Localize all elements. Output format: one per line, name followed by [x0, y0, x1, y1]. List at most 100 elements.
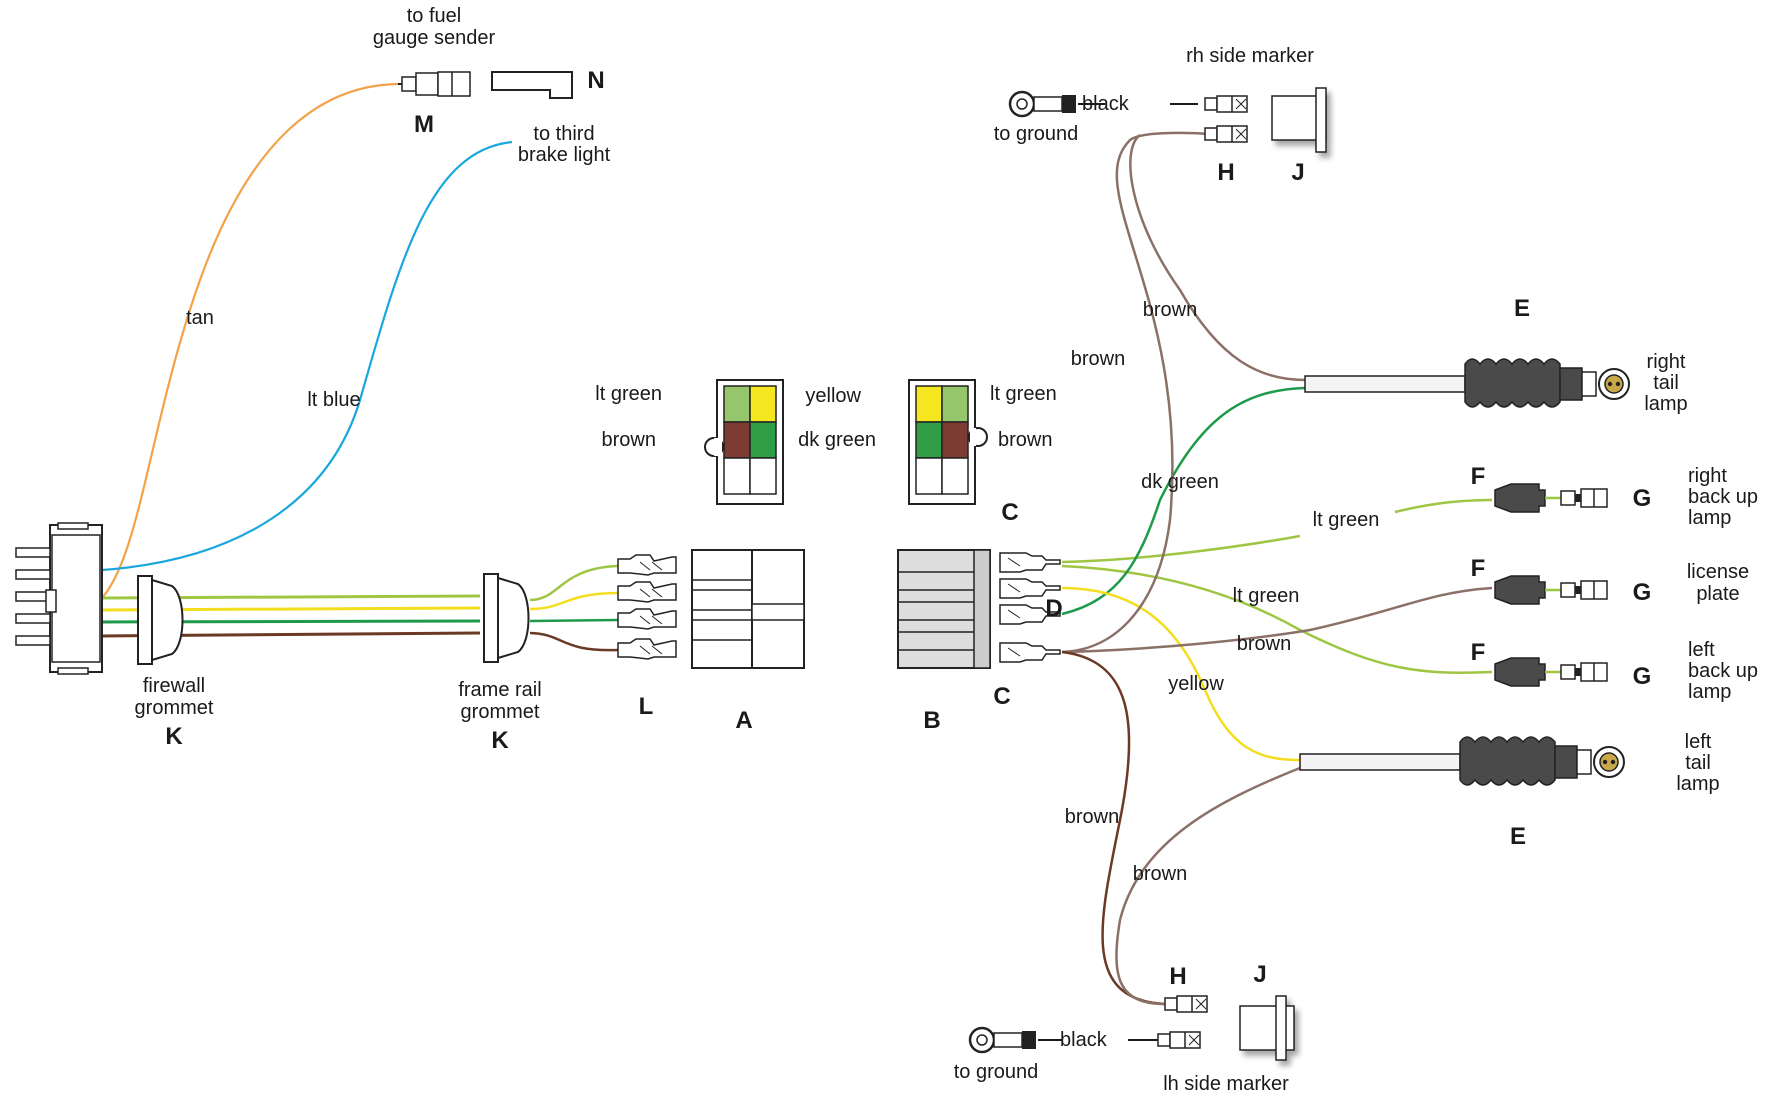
pinout-b-brown-label: brown: [998, 429, 1052, 451]
brown-label-1: brown: [1143, 299, 1197, 321]
letter-c-upper: C: [1001, 499, 1018, 526]
letter-j-lower: J: [1253, 961, 1266, 988]
brown-to-license-wire: [1061, 586, 1493, 654]
pinout-b: [908, 379, 988, 505]
to-fuel-label-1: to fuel: [407, 5, 461, 27]
lt-blue-label: lt blue: [307, 389, 360, 411]
letter-g-2: G: [1633, 579, 1652, 606]
firewall-label-2: grommet: [135, 697, 214, 719]
license-label-2: plate: [1696, 583, 1739, 605]
letter-g-3: G: [1633, 663, 1652, 690]
to-third-label-1: to third: [533, 123, 594, 145]
l-terminal: [617, 638, 677, 660]
letter-f-1: F: [1471, 463, 1486, 490]
letter-f-3: F: [1471, 639, 1486, 666]
lt-green-to-left-backup-wire: [1061, 564, 1493, 674]
brown-label-5: brown: [1133, 863, 1187, 885]
right-tail-lamp-socket: [1304, 358, 1630, 408]
c-terminal: [999, 642, 1061, 663]
yellow-fan-wire: [529, 591, 619, 611]
to-third-label-2: brake light: [518, 144, 611, 166]
license-label-1: license: [1687, 561, 1749, 583]
right-tail-label-2: tail: [1653, 372, 1679, 394]
dk-green-label: dk green: [1141, 471, 1219, 493]
brown-label-3: brown: [1237, 633, 1291, 655]
letter-m: M: [414, 111, 434, 138]
l-terminals: [617, 554, 677, 660]
letter-n: N: [587, 67, 604, 94]
letter-k-firewall: K: [165, 723, 183, 750]
pinout-a-brown-label: brown: [602, 429, 656, 451]
connector-b: [897, 549, 991, 669]
c-terminals: [999, 552, 1061, 663]
letter-e-upper: E: [1514, 295, 1530, 322]
brown-to-rh-marker-wire: [1129, 134, 1306, 382]
brown-to-left-tail-wire: [1115, 766, 1301, 1006]
pinout-b-dk-green-label: dk green: [798, 429, 876, 451]
right-harness-wires: [1038, 103, 1493, 1041]
firewall-label-1: firewall: [143, 675, 205, 697]
lt-green-to-right-backup-wire: [1061, 498, 1493, 564]
firewall-grommet: [137, 575, 184, 665]
brown-label-4: brown: [1065, 806, 1119, 828]
pinout-b-lt-green-label: lt green: [990, 383, 1057, 405]
rh-side-marker-lamp: [1271, 87, 1327, 153]
letter-b: B: [923, 707, 940, 734]
pinout-a: [704, 379, 784, 505]
c-terminal: [999, 552, 1061, 573]
letter-j-upper: J: [1291, 159, 1304, 186]
left-tail-lamp-socket: [1299, 736, 1625, 786]
h-terminals-lower: [1157, 995, 1208, 1049]
connector-a: [691, 549, 805, 669]
firewall-connector: [15, 522, 103, 675]
letter-e-lower: E: [1510, 823, 1526, 850]
left-backup-label-1: left: [1688, 639, 1715, 661]
right-backup-label-2: back up: [1688, 486, 1758, 508]
lh-side-marker-lamp: [1239, 995, 1295, 1061]
right-tail-label-3: lamp: [1644, 393, 1687, 415]
yellow-to-left-tail-wire: [1061, 586, 1301, 762]
c-terminal: [999, 604, 1061, 625]
boot: [1459, 736, 1556, 786]
l-terminal: [617, 554, 677, 576]
letter-h-lower: H: [1169, 963, 1186, 990]
brown-to-lh-marker-wire: [1061, 650, 1166, 1006]
lt-green-label-lower: lt green: [1233, 585, 1300, 607]
f-boot-g-connector: [1494, 657, 1608, 687]
letter-d: D: [1045, 595, 1062, 622]
fuel-gauge-sender-connector: [398, 71, 471, 97]
ground-ring-terminal-upper: [1008, 90, 1076, 118]
right-backup-label-3: lamp: [1688, 507, 1731, 529]
frame-rail-label-1: frame rail: [458, 679, 541, 701]
lh-side-marker-label: lh side marker: [1163, 1073, 1289, 1094]
left-harness-wires: [99, 82, 619, 652]
black-label-lower: black: [1060, 1029, 1108, 1051]
brown-label-2: brown: [1071, 348, 1125, 370]
c-terminal: [999, 578, 1061, 599]
right-backup-label-1: right: [1688, 465, 1727, 487]
lt-blue-wire: [101, 140, 513, 572]
left-tail-label-3: lamp: [1676, 773, 1719, 795]
lt-green-fan-wire: [529, 564, 619, 602]
l-terminal: [617, 581, 677, 603]
letter-k-frame-rail: K: [491, 727, 509, 754]
pinout-b-yellow-label: yellow: [805, 385, 861, 407]
black-label-upper: black: [1082, 93, 1130, 115]
letter-g-1: G: [1633, 485, 1652, 512]
left-backup-label-3: lamp: [1688, 681, 1731, 703]
left-tail-label-2: tail: [1685, 752, 1711, 774]
yellow-label: yellow: [1168, 673, 1224, 695]
dk-green-to-right-tail-wire: [1061, 386, 1306, 616]
to-fuel-label-2: gauge sender: [373, 27, 496, 49]
left-backup-label-2: back up: [1688, 660, 1758, 682]
lt-green-label-upper: lt green: [1313, 509, 1380, 531]
f-boot-g-connector: [1494, 575, 1608, 605]
f-boot-g-connector: [1494, 483, 1608, 513]
to-ground-label-lower: to ground: [954, 1061, 1039, 1083]
ground-ring-terminal-lower: [968, 1026, 1036, 1054]
tan-label: tan: [186, 307, 214, 329]
f-boots-g-connectors: [1494, 483, 1608, 687]
letter-a: A: [735, 707, 752, 734]
to-ground-label-upper: to ground: [994, 123, 1079, 145]
letter-l: L: [639, 693, 654, 720]
